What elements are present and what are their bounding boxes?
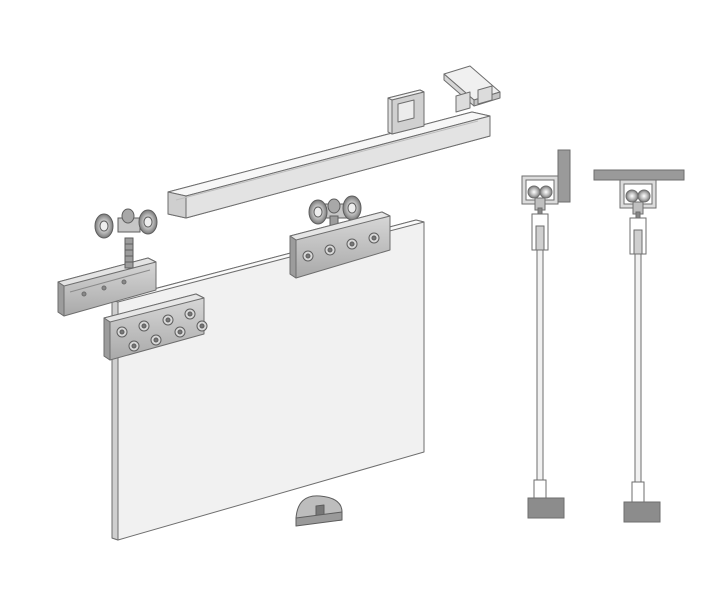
section-ceiling-mount	[593, 169, 685, 523]
floor-guide	[295, 495, 343, 527]
glass-panel	[111, 219, 425, 541]
ceiling-bracket	[443, 65, 501, 113]
clamp-plate-right	[289, 211, 391, 279]
track-rail	[167, 111, 491, 219]
roller-right	[308, 195, 362, 231]
clamp-plate-front	[103, 293, 208, 361]
wall-bracket	[387, 89, 425, 135]
roller-left	[94, 208, 158, 269]
section-wall-mount	[521, 149, 571, 519]
bolt-group	[116, 308, 208, 352]
